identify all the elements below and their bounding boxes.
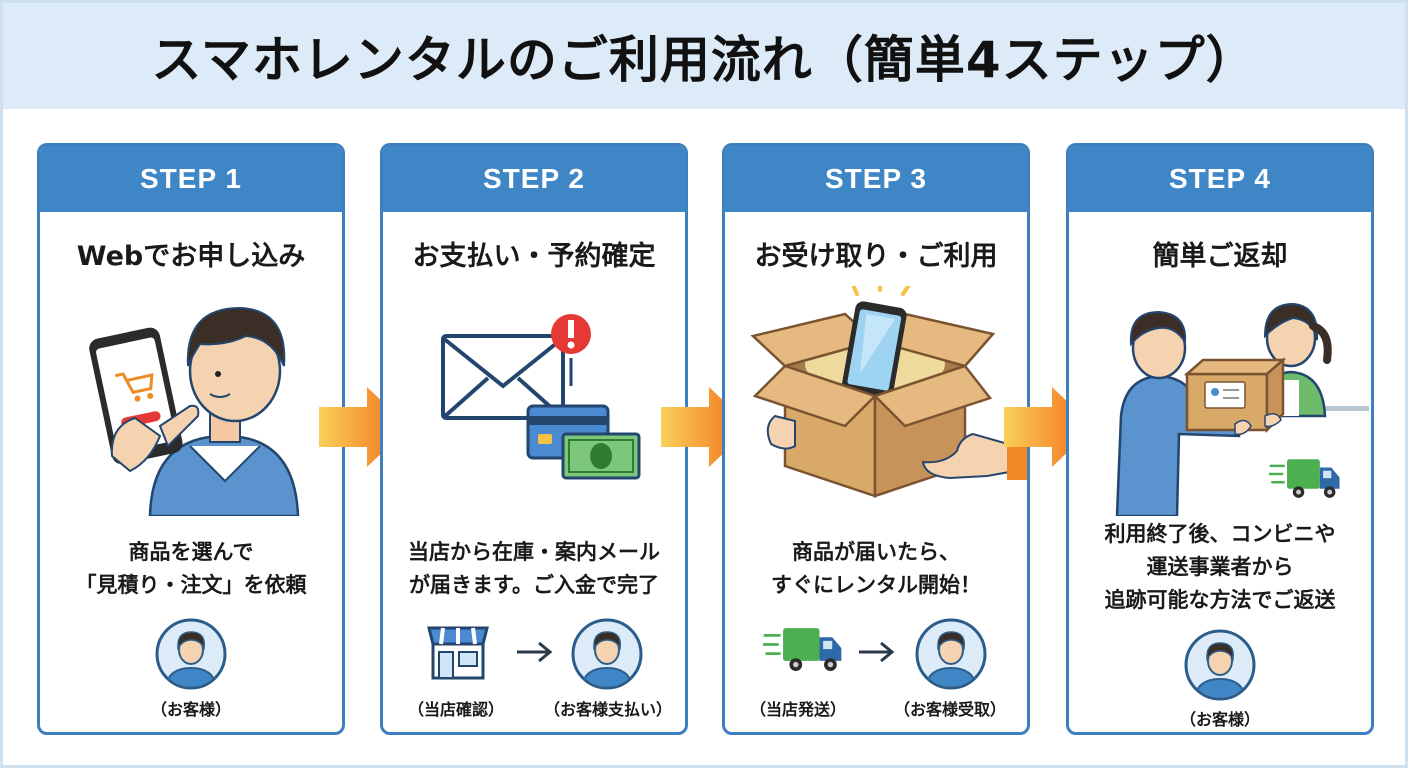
banknote-icon [561, 432, 641, 480]
step-label: STEP 2 [383, 146, 685, 212]
description-line: すぐにレンタル開始！ [771, 573, 981, 597]
description-line: 商品を選んで [128, 540, 254, 564]
description-line: 利用終了後、コンビニや [1104, 522, 1336, 546]
customer-avatar-icon [1184, 629, 1256, 701]
step-card-3: STEP 3 お受け取り・ご利用 商品が届いたら、 すぐにレンタル開始！ （当店… [722, 143, 1030, 735]
actor-label: （お客様支払い） [543, 700, 672, 719]
flow-arrow-icon [857, 640, 897, 664]
step-subtitle: お受け取り・ご利用 [754, 241, 998, 272]
step-description: 利用終了後、コンビニや 運送事業者から 追跡可能な方法でご返送 [1069, 518, 1371, 617]
description-line: 追跡可能な方法でご返送 [1104, 588, 1336, 612]
step-description: 商品が届いたら、 すぐにレンタル開始！ [725, 536, 1027, 602]
step-card-1: STEP 1 Webでお申し込み 商品を選んで 「見積り・注文」を依頼 （お客様… [37, 143, 345, 735]
parcel-handover-icon [1115, 302, 1369, 516]
step-card-4: STEP 4 簡単ご返却 利用終了後、コンビニや 運送事業者から 追跡可能な方法… [1066, 143, 1374, 735]
customer-avatar-icon [155, 618, 227, 690]
open-box-phone-icon [750, 286, 1027, 498]
step-subtitle: 簡単ご返却 [1152, 241, 1288, 272]
description-line: 運送事業者から [1146, 555, 1294, 579]
flow-arrow-icon [515, 640, 555, 664]
step-card-2: STEP 2 お支払い・予約確定 当店から在庫・案内メール が届きます。ご入金で… [380, 143, 688, 735]
customer-avatar-icon [915, 618, 987, 690]
description-line: 「見積り・注文」を依頼 [75, 573, 307, 597]
step-subtitle: お支払い・予約確定 [412, 241, 656, 272]
customer-avatar-icon [571, 618, 643, 690]
actor-label: （お客様受取） [893, 700, 1006, 719]
step-label: STEP 3 [725, 146, 1027, 212]
step-description: 当店から在庫・案内メール が届きます。ご入金で完了 [383, 536, 685, 602]
envelope-icon [441, 314, 641, 480]
actor-label: （当店発送） [749, 700, 846, 719]
step-label: STEP 1 [40, 146, 342, 212]
description-line: 当店から在庫・案内メール [408, 540, 660, 564]
page-title: スマホレンタルのご利用流れ（簡単4ステップ） [151, 31, 1257, 89]
description-line: が届きます。ご入金で完了 [409, 573, 659, 597]
actor-label: （お客様） [150, 700, 231, 719]
title-band: スマホレンタルのご利用流れ（簡単4ステップ） [3, 3, 1405, 109]
actor-label: （お客様） [1179, 710, 1260, 729]
step-label: STEP 4 [1069, 146, 1371, 212]
step-description: 商品を選んで 「見積り・注文」を依頼 [40, 536, 342, 602]
smartphone-user-icon [89, 306, 300, 516]
description-line: 商品が届いたら、 [792, 540, 960, 564]
delivery-truck-icon [763, 624, 845, 676]
shop-icon [427, 626, 489, 680]
step-subtitle: Webでお申し込み [76, 241, 306, 272]
actor-label: （当店確認） [407, 700, 504, 719]
